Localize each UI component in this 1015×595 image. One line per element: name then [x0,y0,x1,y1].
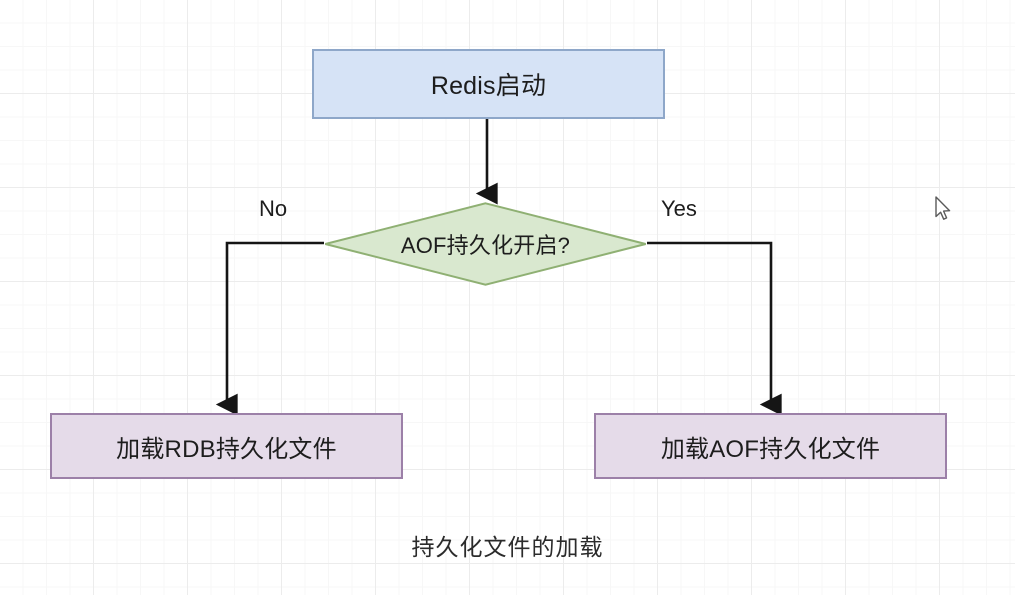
node-load-aof-file[interactable]: 加载AOF持久化文件 [594,413,947,479]
mouse-pointer-icon [935,196,951,220]
node-aof-enabled-decision[interactable]: AOF持久化开启? [324,202,647,286]
edge-decision-to-rdb [215,241,324,416]
node-load-aof-file-label: 加载AOF持久化文件 [660,435,881,463]
node-load-rdb-file-label: 加载RDB持久化文件 [116,435,337,463]
node-redis-start[interactable]: Redis启动 [312,49,665,119]
node-redis-start-label: Redis启动 [430,72,547,100]
node-aof-enabled-decision-label: AOF持久化开启? [400,233,571,258]
edge-label-no: No [259,196,288,221]
diagram-caption: 持久化文件的加载 [411,534,604,560]
node-load-rdb-file[interactable]: 加载RDB持久化文件 [50,413,403,479]
edge-label-yes: Yes [661,196,697,221]
diamond-shape [325,202,646,286]
edge-decision-to-aof [647,241,782,416]
